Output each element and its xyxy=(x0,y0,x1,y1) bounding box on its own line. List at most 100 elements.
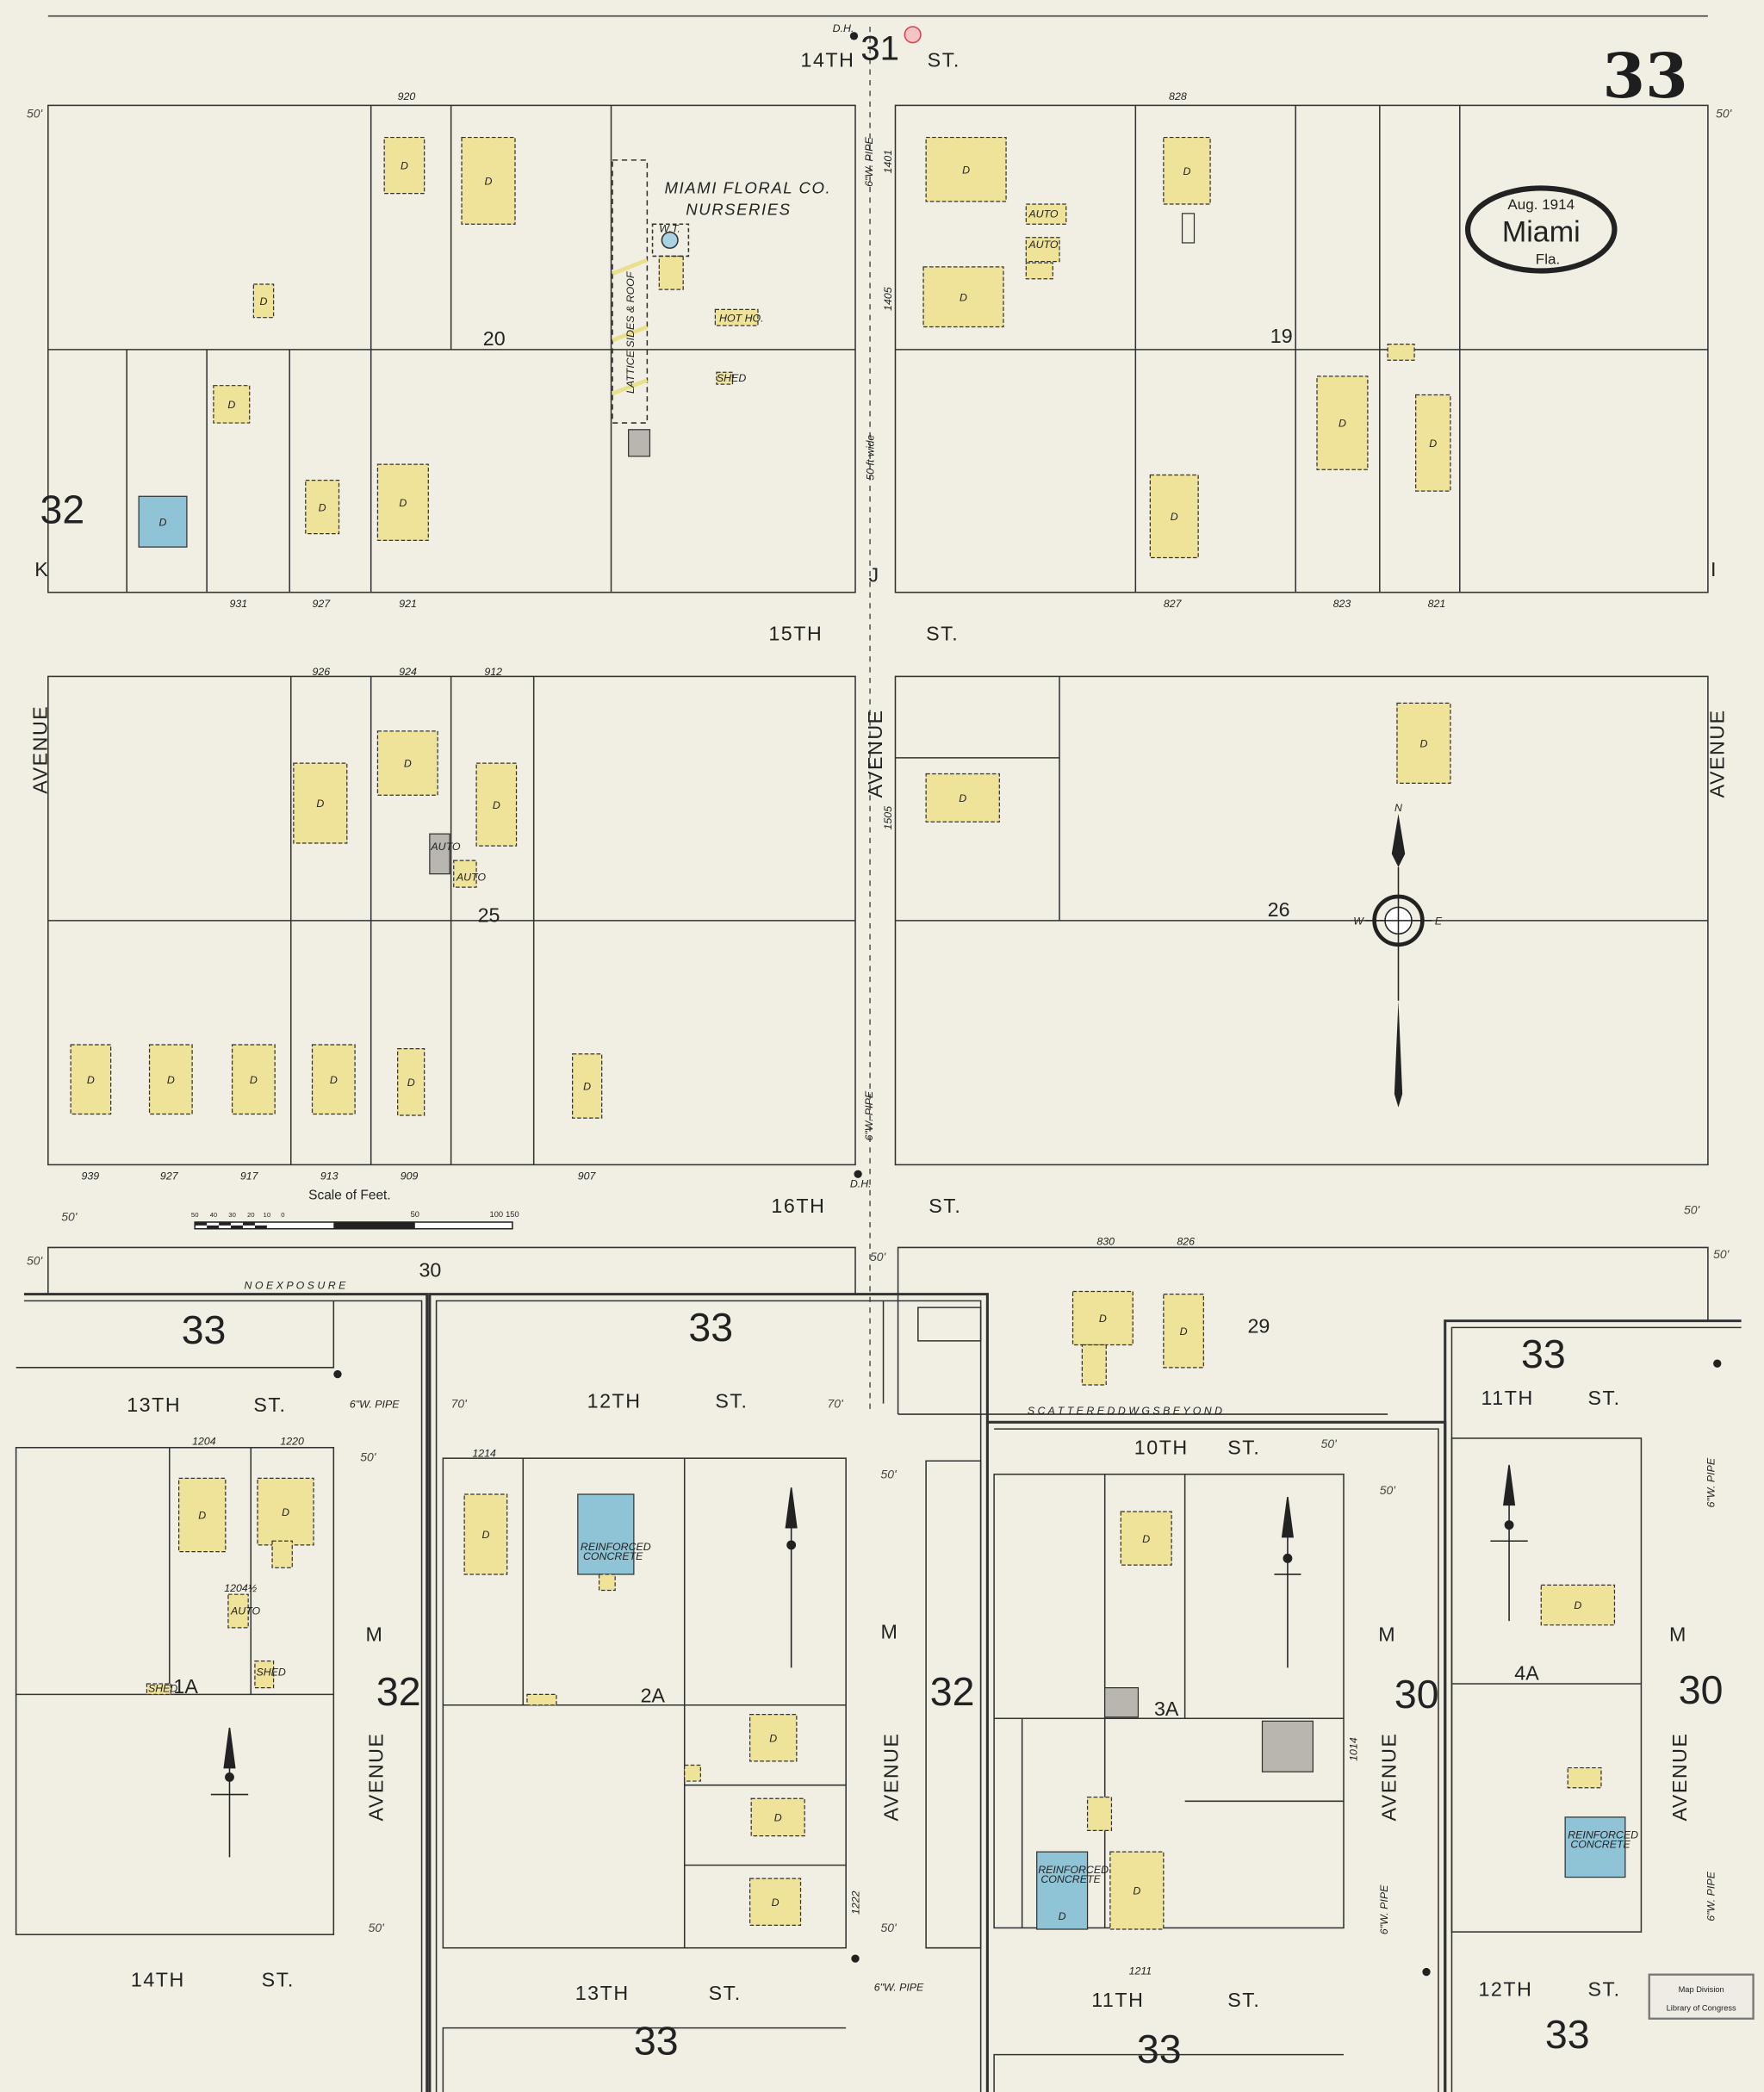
svg-text:50': 50' xyxy=(1684,1203,1701,1217)
svg-text:13TH: 13TH xyxy=(127,1394,181,1416)
frame-building xyxy=(1163,1294,1204,1369)
frame-building xyxy=(658,255,684,290)
frame-building xyxy=(1071,1290,1134,1346)
frame-building xyxy=(1415,394,1451,492)
svg-text:30: 30 xyxy=(1679,1667,1724,1712)
svg-text:1222: 1222 xyxy=(850,1890,862,1915)
frame-building xyxy=(598,1574,616,1592)
building-labels: MIAMI FLORAL CO. NURSERIES LATTICE SIDES… xyxy=(148,22,1722,1977)
svg-text:ST.: ST. xyxy=(715,1389,748,1412)
svg-text:AVENUE: AVENUE xyxy=(1377,1732,1400,1821)
dwelling-label: D xyxy=(319,501,326,513)
brick-building xyxy=(138,495,188,548)
svg-text:50': 50' xyxy=(1321,1437,1339,1450)
svg-text:D.H.: D.H. xyxy=(833,22,854,34)
dwelling-label: D xyxy=(1142,1533,1150,1545)
brick-building xyxy=(577,1493,635,1575)
svg-text:926: 926 xyxy=(313,666,331,678)
frame-building xyxy=(750,1797,805,1837)
svg-text:SHED: SHED xyxy=(148,1682,177,1694)
svg-text:913: 913 xyxy=(320,1170,339,1182)
library-stamp: Map Division Library of Congress xyxy=(1648,1973,1755,2020)
dwelling-label: D xyxy=(282,1506,289,1518)
frame-building xyxy=(1120,1511,1172,1566)
frame-building xyxy=(311,1044,356,1115)
dwelling-label: D xyxy=(774,1812,782,1824)
svg-text:830: 830 xyxy=(1096,1235,1115,1247)
svg-text:M: M xyxy=(1378,1623,1396,1645)
svg-text:6"W. PIPE: 6"W. PIPE xyxy=(1705,1871,1717,1921)
dwelling-label: D xyxy=(1183,165,1191,177)
svg-text:14TH: 14TH xyxy=(801,48,855,71)
svg-text:AVENUE: AVENUE xyxy=(1705,709,1728,798)
compass-rose-icon: N W E xyxy=(1353,802,1443,1108)
frame-building xyxy=(271,1540,293,1568)
svg-text:3A: 3A xyxy=(1154,1698,1179,1720)
frame-building xyxy=(925,773,1000,823)
svg-text:1214: 1214 xyxy=(472,1448,496,1460)
svg-text:CONCRETE: CONCRETE xyxy=(1570,1839,1630,1851)
svg-text:13TH: 13TH xyxy=(575,1982,630,2004)
svg-text:ST.: ST. xyxy=(1587,1977,1620,2000)
svg-text:33: 33 xyxy=(182,1307,227,1352)
frame-building xyxy=(571,1053,603,1119)
dwelling-label: D xyxy=(159,516,167,528)
svg-text:25: 25 xyxy=(478,903,500,926)
frame-building xyxy=(429,833,450,875)
dwelling-label: D xyxy=(1429,438,1437,450)
dwelling-label: D xyxy=(772,1896,780,1909)
svg-text:924: 924 xyxy=(399,666,417,678)
svg-text:50': 50' xyxy=(360,1450,377,1463)
frame-building xyxy=(213,385,251,424)
frame-building xyxy=(1149,474,1199,559)
frame-building xyxy=(254,1661,275,1689)
frame-building xyxy=(252,283,275,319)
svg-text:33: 33 xyxy=(634,2019,679,2064)
svg-text:33: 33 xyxy=(1545,2012,1590,2057)
scale-tick: 20 xyxy=(247,1211,255,1219)
svg-text:M: M xyxy=(365,1623,383,1645)
svg-text:917: 917 xyxy=(240,1170,259,1182)
svg-text:D.H.: D.H. xyxy=(850,1178,872,1190)
frame-building xyxy=(383,136,425,195)
stamp-line-2: Library of Congress xyxy=(1667,2004,1736,2013)
frame-building xyxy=(1261,1720,1314,1772)
frame-building xyxy=(397,1047,425,1116)
svg-text:AUTO: AUTO xyxy=(456,871,487,883)
dwelling-label: D xyxy=(1339,418,1346,430)
dwelling-label: D xyxy=(1059,1910,1066,1922)
svg-text:50': 50' xyxy=(27,1254,44,1268)
svg-text:AVENUE: AVENUE xyxy=(880,1732,903,1821)
dwelling-label: D xyxy=(404,758,412,770)
svg-text:N O E X P O S U R E: N O E X P O S U R E xyxy=(245,1279,347,1291)
svg-text:AVENUE: AVENUE xyxy=(1668,1732,1691,1821)
svg-text:14TH: 14TH xyxy=(131,1969,185,1991)
svg-text:50': 50' xyxy=(27,106,44,120)
svg-text:11TH: 11TH xyxy=(1481,1387,1534,1409)
scale-tick: 40 xyxy=(210,1211,218,1219)
dwelling-label: D xyxy=(167,1074,175,1086)
svg-text:1204: 1204 xyxy=(192,1436,216,1448)
frame-building xyxy=(1025,237,1060,263)
svg-text:S C A T T E R E D D W G S: S C A T T E R E D D W G S B E Y O N D xyxy=(1028,1405,1222,1417)
svg-text:823: 823 xyxy=(1333,598,1351,610)
frame-building xyxy=(1025,203,1067,225)
frame-building xyxy=(1104,1687,1140,1718)
svg-text:J: J xyxy=(869,563,880,586)
svg-text:50': 50' xyxy=(61,1209,78,1223)
svg-text:ST.: ST. xyxy=(1227,1437,1260,1459)
scale-tick: 50 xyxy=(411,1210,419,1219)
svg-text:LATTICE SIDES & ROOF: LATTICE SIDES & ROOF xyxy=(624,270,637,394)
frame-building xyxy=(227,1593,249,1629)
dwelling-label: D xyxy=(962,164,970,176)
svg-text:1A: 1A xyxy=(173,1675,198,1698)
svg-text:828: 828 xyxy=(1169,90,1187,102)
svg-text:REINFORCED: REINFORCED xyxy=(1568,1829,1638,1841)
dwelling-label: D xyxy=(316,798,324,810)
svg-text:AUTO: AUTO xyxy=(230,1605,261,1617)
svg-text:927: 927 xyxy=(313,598,332,610)
scale-tick: 30 xyxy=(228,1211,236,1219)
sheet-number: 33 xyxy=(1603,40,1688,112)
